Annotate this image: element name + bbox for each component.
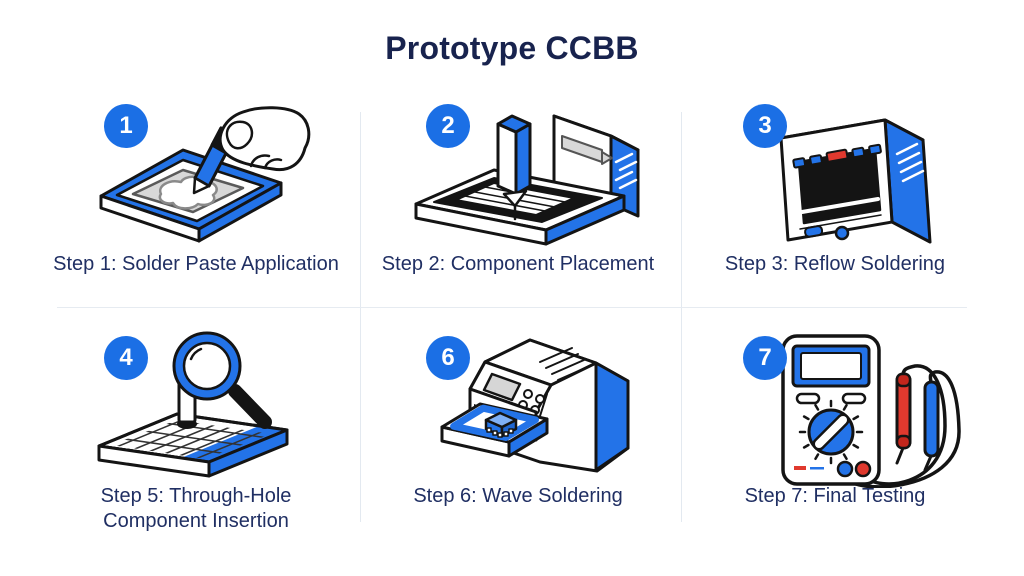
step-cell-2: 2 Step 2: Component Placement	[368, 96, 668, 311]
reflow-oven-icon	[779, 118, 932, 244]
column-divider-right	[681, 112, 682, 522]
step-caption: Step 1: Solder Paste Application	[53, 253, 339, 275]
step-caption: Step 3: Reflow Soldering	[724, 253, 946, 275]
step-number-badge: 2	[426, 104, 470, 148]
step-caption: Step 2: Component Placement	[381, 253, 655, 275]
step-cell-3: 3 Step 3: Reflow Soldering	[685, 96, 985, 311]
step-cell-6: 7	[685, 328, 985, 543]
solder-paste-squeegee-icon	[99, 106, 311, 243]
step-number-badge: 6	[426, 336, 470, 380]
wave-soldering-machine-icon	[440, 338, 630, 473]
magnifier-pcb-icon	[97, 331, 289, 478]
step-caption: Step 7: Final Testing	[744, 485, 926, 507]
multimeter-icon	[781, 334, 961, 488]
step-caption: Step 6: Wave Soldering	[413, 485, 623, 507]
column-divider-left	[360, 112, 361, 522]
step-number-badge: 4	[104, 336, 148, 380]
step-number-badge: 3	[743, 104, 787, 148]
step-number-badge: 1	[104, 104, 148, 148]
step-caption: Step 5: Through-Hole Component Insertion	[100, 485, 292, 532]
pick-and-place-machine-icon	[414, 114, 640, 246]
step-number-badge: 7	[743, 336, 787, 380]
step-cell-1: 1 Step 1: Solder Paste Application	[46, 96, 346, 311]
step-cell-5: 6 Step 6:	[368, 328, 668, 543]
page-title: Prototype CCBB	[385, 30, 639, 66]
step-cell-4: 4 Step 5: Through-Hole Component Inserti…	[46, 328, 346, 543]
row-divider	[57, 307, 967, 308]
